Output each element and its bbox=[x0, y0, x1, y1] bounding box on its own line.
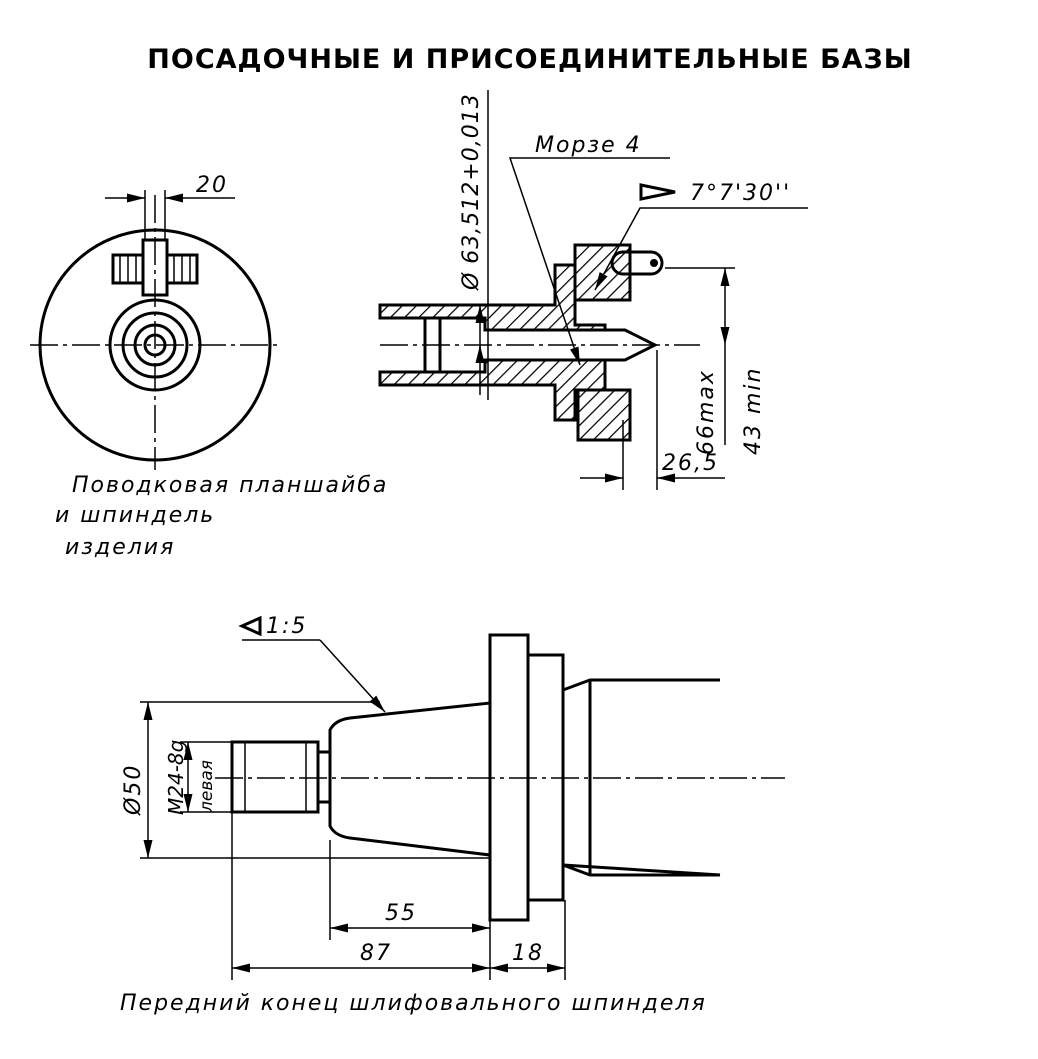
angle-label: 7°7'30'' bbox=[690, 181, 791, 206]
spindle-caption: Передний конец шлифовального шпинделя bbox=[120, 991, 707, 1016]
caption-line-3: изделия bbox=[65, 535, 175, 560]
driver-dog bbox=[111, 238, 199, 297]
dim-diameter: Ø 63,512+0,013 bbox=[459, 93, 484, 291]
dim-87: 87 bbox=[360, 941, 392, 966]
thread-spec: M24-8g bbox=[164, 740, 188, 815]
taper-triangle-icon bbox=[238, 615, 262, 637]
dim-diameter-50: Ø50 bbox=[121, 764, 146, 816]
dim-18: 18 bbox=[512, 941, 544, 966]
caption-line-2: и шпиндель bbox=[55, 503, 215, 528]
caption-line-1: Поводковая планшайба bbox=[72, 473, 388, 498]
spindle-view: 1:5 Ø50 M24-8g левая 55 87 18 Передний к… bbox=[120, 614, 785, 1016]
section-view: Ø 63,512+0,013 Морзе 4 7°7'30'' 66max 43… bbox=[378, 90, 808, 490]
taper-label: Морзе 4 bbox=[535, 133, 642, 158]
dim-offset: 26,5 bbox=[662, 451, 719, 476]
taper-triangle-icon bbox=[639, 183, 676, 201]
dim-width: 20 bbox=[196, 173, 228, 198]
faceplate-view: 20 Поводковая планшайба и шпиндель издел… bbox=[30, 173, 388, 560]
dim-min: 43 min bbox=[741, 367, 766, 455]
page-title: ПОСАДОЧНЫЕ И ПРИСОЕДИНИТЕЛЬНЫЕ БАЗЫ bbox=[147, 44, 912, 75]
dim-max: 66max bbox=[694, 369, 719, 455]
dim-55: 55 bbox=[385, 901, 417, 926]
taper-ratio: 1:5 bbox=[266, 614, 307, 639]
thread-hand: левая bbox=[197, 760, 217, 813]
